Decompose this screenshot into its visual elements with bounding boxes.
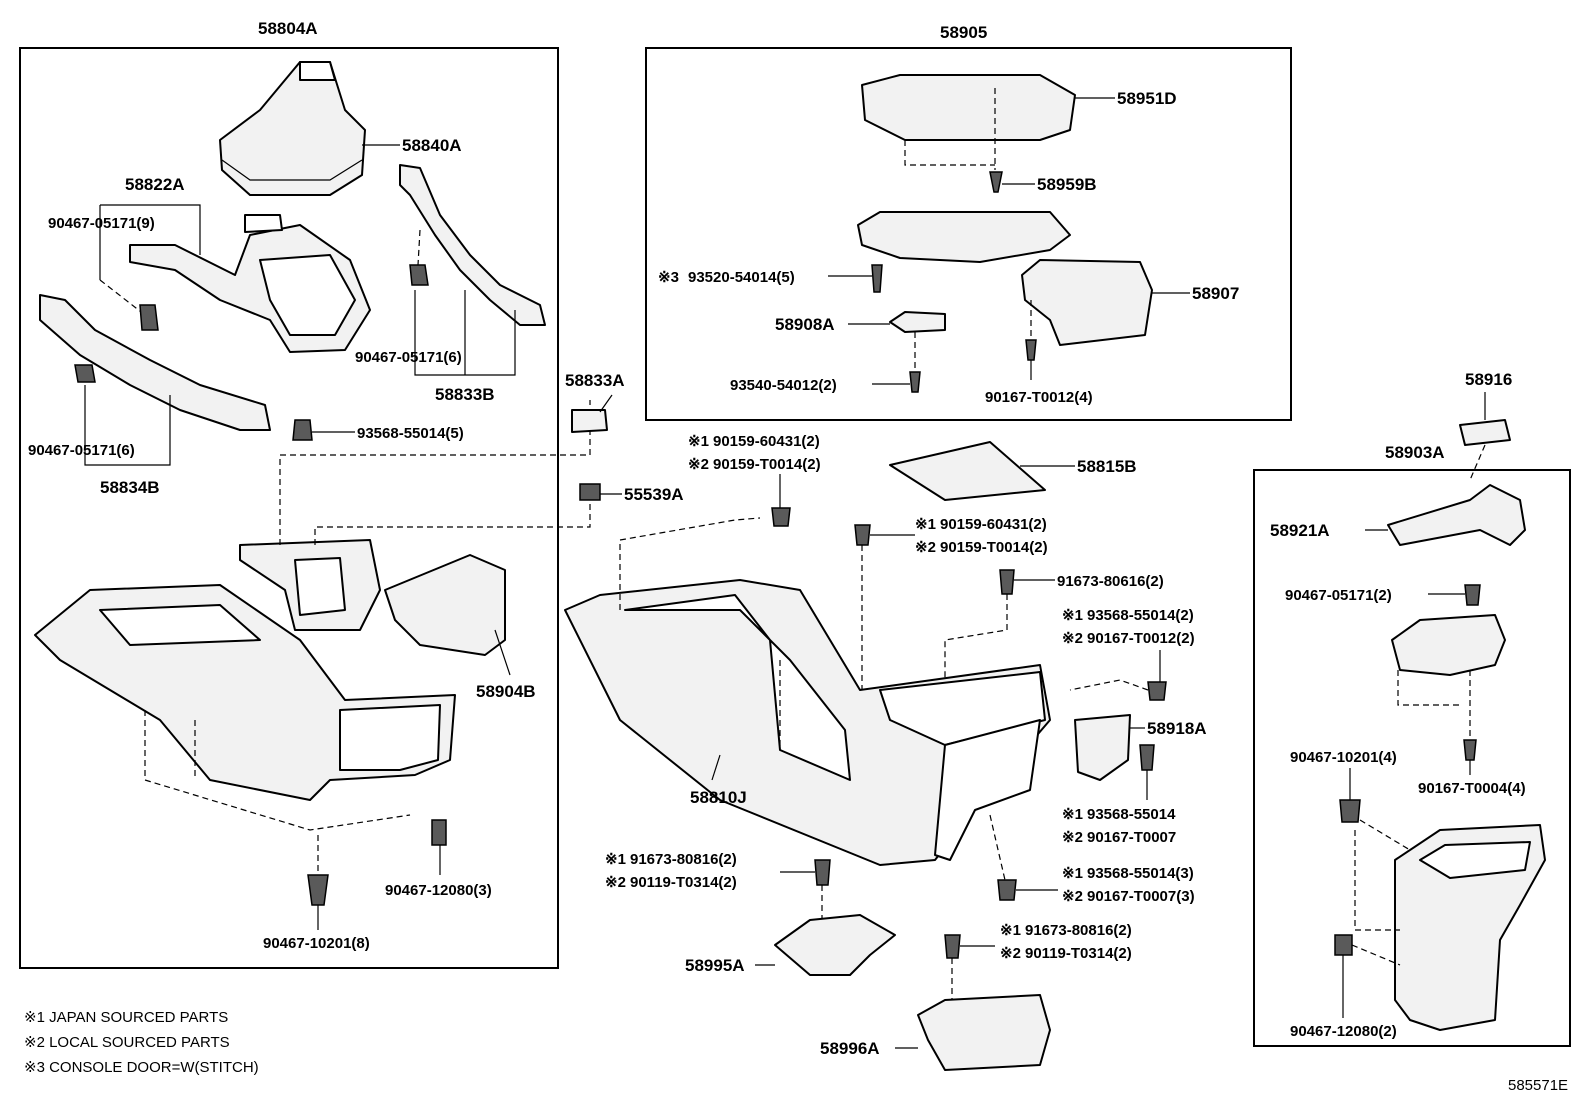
label-93540-54012-2: 93540-54012(2) — [730, 377, 837, 394]
label-90167-T0012-4: 90167-T0012(4) — [985, 389, 1093, 406]
label-93568-55014-2: 93568-55014(2) — [1087, 607, 1194, 624]
label-58815B: 58815B — [1077, 457, 1137, 476]
shift-boot-part — [219, 61, 366, 196]
mark-s2-e: ※2 — [1062, 888, 1083, 905]
label-58833A: 58833A — [565, 371, 625, 390]
mark-s1-b: ※1 — [915, 516, 936, 533]
trim-58921A — [1387, 484, 1526, 546]
frame-58905 — [645, 47, 1292, 421]
cupholder-tray-part — [239, 539, 381, 631]
label-58995A: 58995A — [685, 956, 745, 975]
label-55539A: 55539A — [624, 485, 684, 504]
label-91673-80816-2a: 91673-80816(2) — [630, 851, 737, 868]
latch-58908A — [889, 311, 946, 333]
lower-console-part — [34, 584, 456, 801]
label-90167-T0012-2: 90167-T0012(2) — [1087, 630, 1195, 647]
mark-s1-g: ※1 — [1000, 922, 1021, 939]
bracket-58995A — [774, 914, 896, 976]
label-90467-12080-2: 90467-12080(2) — [1290, 1023, 1397, 1040]
label-90159-T0014-2b: 90159-T0014(2) — [940, 539, 1048, 556]
side-pocket-part — [384, 554, 506, 656]
label-91673-80816-2b: 91673-80816(2) — [1025, 922, 1132, 939]
label-58951D: 58951D — [1117, 89, 1177, 108]
group-label-58905: 58905 — [940, 23, 987, 42]
mark-s1-c: ※1 — [1062, 607, 1083, 624]
frame-58903A — [1253, 469, 1571, 1047]
note-local-sourced: ※2 LOCAL SOURCED PARTS — [24, 1034, 230, 1051]
label-58916: 58916 — [1465, 370, 1512, 389]
mark-s1-f: ※1 — [605, 851, 626, 868]
label-93568-55014: 93568-55014 — [1087, 806, 1176, 823]
label-58840A: 58840A — [402, 136, 462, 155]
label-90167-T0007-3: 90167-T0007(3) — [1087, 888, 1195, 905]
label-58822A: 58822A — [125, 175, 185, 194]
mark-s2-b: ※2 — [915, 539, 936, 556]
label-90167-T0007: 90167-T0007 — [1087, 829, 1176, 846]
mark-s2-f: ※2 — [605, 874, 626, 891]
label-90467-12080-3: 90467-12080(3) — [385, 882, 492, 899]
group-label-58903A: 58903A — [1385, 443, 1445, 462]
mark-s1-e: ※1 — [1062, 865, 1083, 882]
bracket-58918A — [1074, 714, 1131, 781]
label-93520-54014-5: 93520-54014(5) — [688, 269, 795, 286]
label-93568-55014-5: 93568-55014(5) — [357, 425, 464, 442]
label-58996A: 58996A — [820, 1039, 880, 1058]
trim-58916 — [1459, 419, 1511, 446]
armrest-base-part — [857, 211, 1071, 263]
label-58907: 58907 — [1192, 284, 1239, 303]
mark-s2-a: ※2 — [688, 456, 709, 473]
hinge-box-58907 — [1021, 259, 1153, 346]
label-90467-05171-2: 90467-05171(2) — [1285, 587, 1392, 604]
rear-panel-part — [1394, 824, 1546, 1031]
mark-s2-c: ※2 — [1062, 630, 1083, 647]
armrest-pad-part — [861, 74, 1076, 141]
note-console-door: ※3 CONSOLE DOOR=W(STITCH) — [24, 1059, 259, 1076]
label-90119-T0314-2a: 90119-T0314(2) — [630, 874, 737, 891]
label-58834B: 58834B — [100, 478, 160, 497]
label-90467-05171-6a: 90467-05171(6) — [355, 349, 462, 366]
mark-s2-g: ※2 — [1000, 945, 1021, 962]
mat-58815B — [889, 441, 1046, 501]
label-90159-60431-2a: 90159-60431(2) — [713, 433, 820, 450]
switch-55539A — [579, 483, 601, 501]
figure-id: 585571E — [1508, 1077, 1568, 1094]
label-58918A: 58918A — [1147, 719, 1207, 738]
tray-insert-part — [1391, 614, 1506, 676]
switch-58833A — [571, 409, 608, 433]
label-90119-T0314-2b: 90119-T0314(2) — [1025, 945, 1132, 962]
label-90467-05171-9: 90467-05171(9) — [48, 215, 155, 232]
shift-panel-part — [129, 214, 371, 353]
label-58959B: 58959B — [1037, 175, 1097, 194]
label-58833B: 58833B — [435, 385, 495, 404]
label-91673-80616-2: 91673-80616(2) — [1057, 573, 1164, 590]
label-90467-10201-8: 90467-10201(8) — [263, 935, 370, 952]
trim-strip-58834B — [39, 294, 271, 431]
frame-58804A — [19, 47, 559, 969]
label-90159-T0014-2a: 90159-T0014(2) — [713, 456, 821, 473]
mark-s2-d: ※2 — [1062, 829, 1083, 846]
label-58810J: 58810J — [690, 788, 747, 807]
trim-strip-58833B — [399, 164, 546, 326]
mark-s1-a: ※1 — [688, 433, 709, 450]
label-58904B: 58904B — [476, 682, 536, 701]
label-58921A: 58921A — [1270, 521, 1330, 540]
mark-s1-d: ※1 — [1062, 806, 1083, 823]
group-label-58804A: 58804A — [258, 19, 318, 38]
label-58908A: 58908A — [775, 315, 835, 334]
label-90467-05171-6b: 90467-05171(6) — [28, 442, 135, 459]
bracket-58996A — [917, 994, 1051, 1071]
label-90167-T0004-4: 90167-T0004(4) — [1418, 780, 1526, 797]
note-japan-sourced: ※1 JAPAN SOURCED PARTS — [24, 1009, 228, 1026]
mark-s3: ※3 — [658, 269, 679, 286]
label-90467-10201-4: 90467-10201(4) — [1290, 749, 1397, 766]
label-93568-55014-3: 93568-55014(3) — [1087, 865, 1194, 882]
main-console-58810J — [564, 579, 1051, 866]
label-90159-60431-2b: 90159-60431(2) — [940, 516, 1047, 533]
